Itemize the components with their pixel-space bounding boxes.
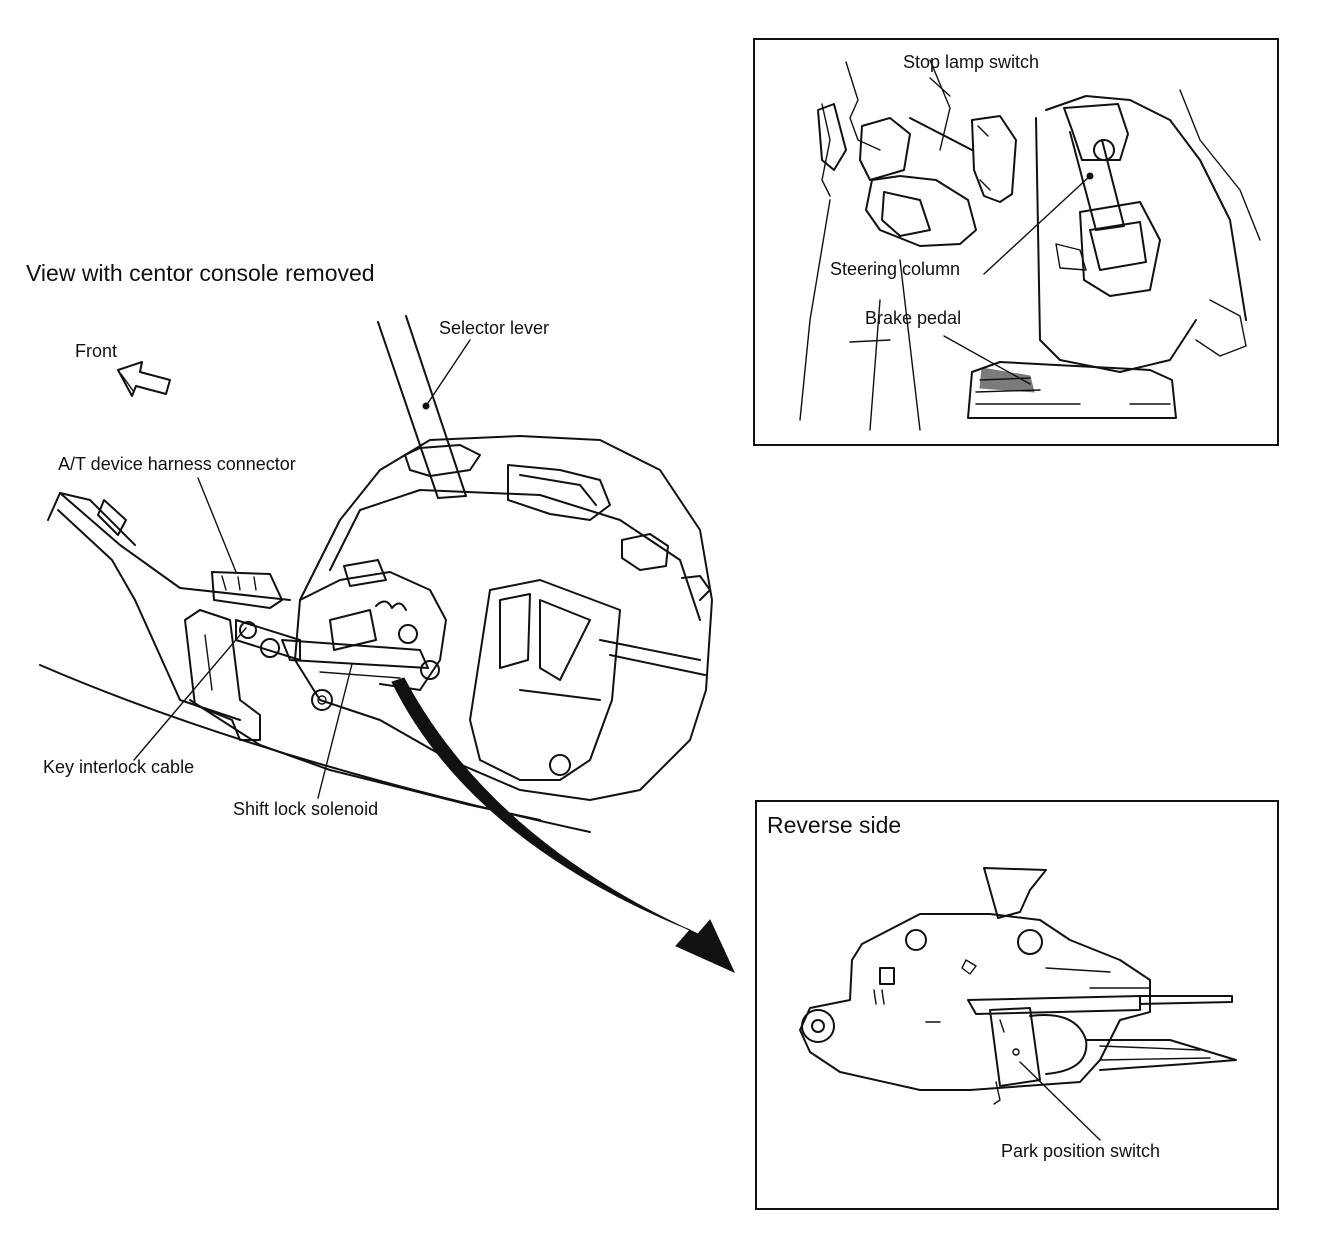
leader-harness bbox=[197, 477, 237, 573]
shift-lock-solenoid-label: Shift lock solenoid bbox=[233, 799, 379, 819]
stop-lamp-switch-label: Stop lamp switch bbox=[903, 52, 1040, 72]
reverse-side-drawing bbox=[799, 867, 1237, 1141]
harness-connector bbox=[211, 571, 301, 661]
pedal-area-drawing bbox=[799, 59, 1261, 431]
steering-column-label: Steering column bbox=[830, 259, 961, 279]
shift-lock-mechanism bbox=[281, 559, 447, 691]
front-arrow-icon bbox=[117, 361, 171, 397]
console-base bbox=[39, 492, 591, 833]
main-view-title: View with centor console removed bbox=[26, 260, 375, 286]
front-label: Front bbox=[75, 341, 118, 361]
selector-lever-label: Selector lever bbox=[439, 318, 550, 338]
leader-key-interlock bbox=[133, 627, 247, 761]
key-interlock-cable-label: Key interlock cable bbox=[43, 757, 195, 777]
park-position-switch-label: Park position switch bbox=[1001, 1141, 1161, 1161]
selector-lever bbox=[377, 315, 471, 499]
reverse-side-title: Reverse side bbox=[767, 812, 902, 838]
brake-pedal-label: Brake pedal bbox=[865, 308, 962, 328]
at-harness-connector-label: A/T device harness connector bbox=[58, 454, 296, 474]
leader-shift-lock bbox=[317, 663, 353, 799]
curved-callout-arrow-icon bbox=[391, 677, 736, 974]
shifter-housing bbox=[294, 435, 713, 801]
